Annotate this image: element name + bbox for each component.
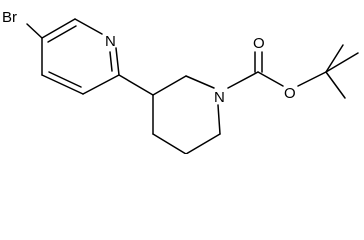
bond-n1-c2: [115, 47, 120, 76]
piperidine-ring: [152, 75, 221, 154]
bond-c-br: [26, 23, 43, 39]
piperidine-nitrogen-label: N: [214, 89, 225, 106]
bromine-label: Br: [2, 9, 17, 26]
boc-group: [227, 44, 359, 99]
bond-carbonyl-o-ester: [257, 71, 284, 87]
molecule-structure: Br N N O O: [2, 9, 359, 154]
bond-c6-n1: [74, 18, 103, 35]
bond-c5p-c4p: [152, 133, 187, 154]
bond-n-c6p: [217, 104, 221, 135]
bond-c6p-c5p: [185, 133, 221, 154]
bond-tbu-me-bottom: [325, 71, 346, 99]
pyridine-ring: [41, 18, 120, 95]
bond-c3-c2p: [152, 75, 187, 96]
bond-c2-c3: [82, 74, 120, 95]
pyridine-nitrogen-label: N: [105, 33, 116, 50]
bond-tbu-me-top: [325, 44, 344, 73]
bond-n1-c2-inner: [109, 51, 113, 72]
bond-c5-c4: [41, 18, 76, 39]
carbonyl-oxygen-label: O: [253, 35, 265, 52]
bond-tbu-me-right: [325, 52, 359, 73]
bond-c3-c4-inner: [48, 71, 82, 88]
bond-n-carbonyl: [227, 71, 259, 89]
bond-c3-c4: [41, 74, 84, 95]
bond-c2p-n: [185, 75, 215, 89]
ester-oxygen-label: O: [284, 85, 296, 102]
bond-o-tbu: [297, 71, 327, 87]
bond-c5-c4-inner: [47, 25, 77, 43]
bond-pyridine-piperidine: [118, 74, 154, 96]
